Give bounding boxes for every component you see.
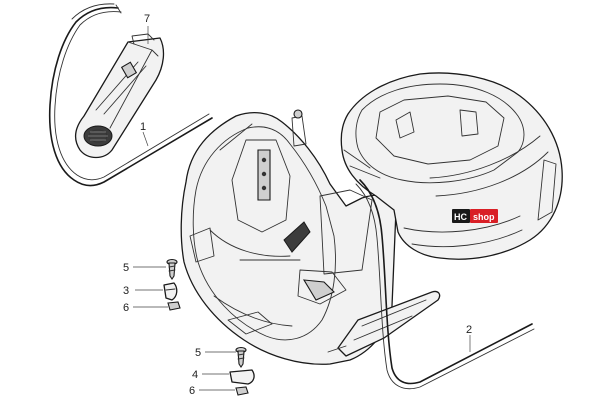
clip-part-3 xyxy=(163,282,178,301)
callout-4: 4 xyxy=(192,369,198,381)
callout-labels: 7 1 2 5 3 6 5 4 6 xyxy=(123,13,472,397)
leader-lines xyxy=(133,26,471,391)
nut-part-6-lower xyxy=(235,386,249,396)
callout-1: 1 xyxy=(140,121,146,133)
callout-2: 2 xyxy=(466,324,472,336)
trim-strip-part-1 xyxy=(48,3,213,187)
screw-part-5-lower xyxy=(235,346,247,368)
callout-6-upper: 6 xyxy=(123,302,129,314)
callout-7: 7 xyxy=(144,13,150,25)
clip-part-4 xyxy=(229,369,255,385)
callout-5-lower: 5 xyxy=(195,347,201,359)
horn-cover-part-7 xyxy=(74,33,165,159)
rear-body-panel xyxy=(340,72,563,260)
trim-strip-part-2 xyxy=(327,179,535,390)
frame-leg-shield xyxy=(180,109,397,365)
hc-logo-text: HC xyxy=(454,212,467,222)
hc-shop-logo: HC shop xyxy=(452,209,498,223)
nut-part-6-upper xyxy=(167,301,181,311)
shop-logo-text: shop xyxy=(473,212,495,222)
callout-5-upper: 5 xyxy=(123,262,129,274)
callout-3: 3 xyxy=(123,285,129,297)
callout-6-lower: 6 xyxy=(189,385,195,397)
screw-part-5-upper xyxy=(166,258,178,280)
